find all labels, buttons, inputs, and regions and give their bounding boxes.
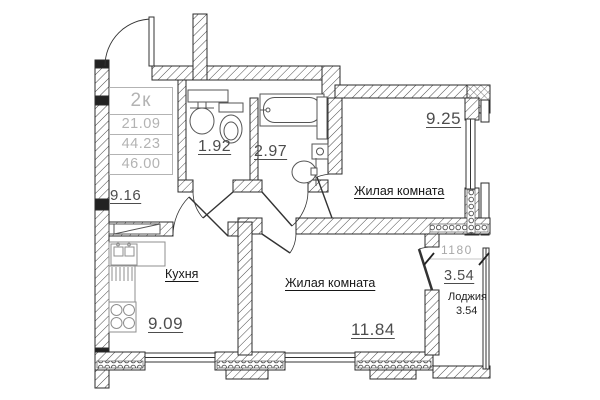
windows — [144, 118, 490, 370]
duct — [316, 96, 328, 140]
loggia-area-note-label: 3.54 — [456, 305, 478, 317]
bathroom-fixtures — [259, 93, 329, 186]
kitchen-fixtures — [108, 241, 166, 333]
toilet-icon — [218, 102, 244, 144]
loggia-glazing — [482, 247, 490, 370]
shelf — [187, 89, 229, 103]
bathroom-area-label: 2.97 — [254, 143, 288, 160]
kitchen-sink-icon — [110, 242, 138, 266]
info-area-row: 44.23 — [109, 134, 173, 155]
water-heater-icon — [311, 143, 329, 160]
living-room-2-window — [284, 352, 356, 363]
loggia-dimension-ticks — [423, 252, 490, 266]
wc-area-label: 1.92 — [198, 138, 232, 155]
living-room-2-door — [261, 233, 297, 254]
living-room-1-door — [316, 173, 333, 219]
living-room-1-window — [465, 118, 476, 190]
stove-icon — [108, 301, 137, 333]
living-room-1-area-label: 9.25 — [426, 109, 462, 128]
kitchen-name-label: Кухня — [165, 267, 199, 281]
apartment-type: 2к — [109, 87, 173, 115]
doors — [104, 16, 434, 291]
hallway-area-label: 9.16 — [110, 187, 142, 204]
bathroom-sink-icon — [291, 158, 318, 186]
info-area-row: 21.09 — [109, 114, 173, 135]
bathtub-icon — [259, 93, 325, 127]
loggia-name-label: Лоджия — [448, 291, 487, 303]
kitchen-area-label: 9.09 — [148, 314, 184, 333]
loggia-area-label: 3.54 — [444, 268, 475, 284]
kitchen-door — [172, 196, 229, 237]
living-room-2-area-label: 11.84 — [351, 320, 395, 339]
entrance-door — [104, 16, 155, 67]
wc-fixtures — [187, 89, 244, 144]
insulation-bands — [96, 189, 489, 369]
loggia-dimension-label: 1180 — [441, 243, 473, 257]
drainer — [111, 267, 133, 281]
balcony-door — [417, 246, 434, 291]
bathroom-door — [261, 191, 309, 227]
kitchen-window — [144, 352, 216, 363]
living-room-2-name-label: Жилая комната — [285, 276, 376, 290]
info-table: 2к 21.09 44.23 46.00 — [109, 87, 173, 175]
living-room-1-name-label: Жилая комната — [354, 184, 445, 198]
info-area-row: 46.00 — [109, 154, 173, 175]
wc-sink-icon — [189, 101, 215, 135]
ventilation-shaft — [108, 223, 161, 235]
wc-door — [192, 191, 234, 219]
